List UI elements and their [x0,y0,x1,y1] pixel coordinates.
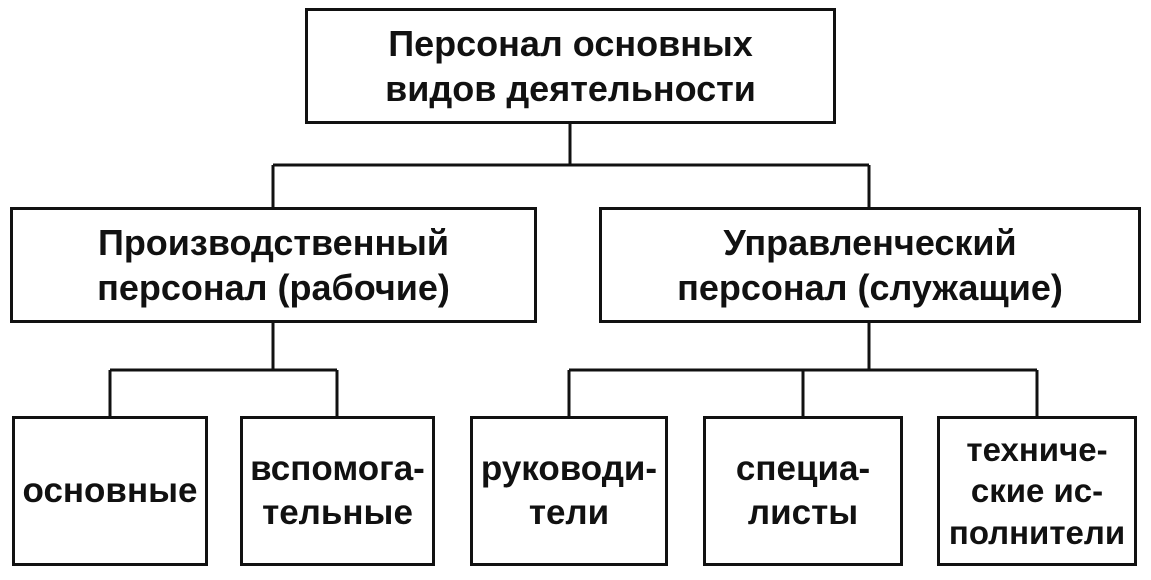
node-specialists-line-1: специа- [735,449,871,489]
node-auxiliary-workers: вспомога- тельные [240,416,435,566]
node-technical-line-1: техниче- [966,431,1108,469]
node-specialists-line-2: листы [747,493,859,532]
node-root-line-1: Персонал основных [388,23,753,64]
node-auxiliary-line-1: вспомога- [250,449,425,489]
node-auxiliary-line-2: тельные [262,493,413,532]
node-production-staff: Производственный персонал (рабочие) [10,207,537,323]
node-production-line-2: персонал (рабочие) [97,267,450,308]
node-technical-executors: техниче- ские ис- полнители [937,416,1137,566]
node-root-line-2: видов деятельности [385,68,756,109]
node-managers: руководи- тели [470,416,668,566]
node-management-line-1: Управленческий [723,222,1017,263]
node-basic-workers: основные [12,416,208,566]
node-managers-line-2: тели [528,493,610,532]
node-basic-line-1: основные [22,471,198,511]
node-management-staff: Управленческий персонал (служащие) [599,207,1141,323]
node-technical-line-2: ские ис- [970,472,1104,510]
node-managers-line-1: руководи- [480,449,658,489]
node-management-line-2: персонал (служащие) [677,267,1063,308]
node-specialists: специа- листы [703,416,903,566]
node-production-line-1: Производственный [97,222,450,263]
node-root-core-staff: Персонал основных видов деятельности [305,8,836,124]
node-technical-line-3: полнители [948,513,1126,551]
